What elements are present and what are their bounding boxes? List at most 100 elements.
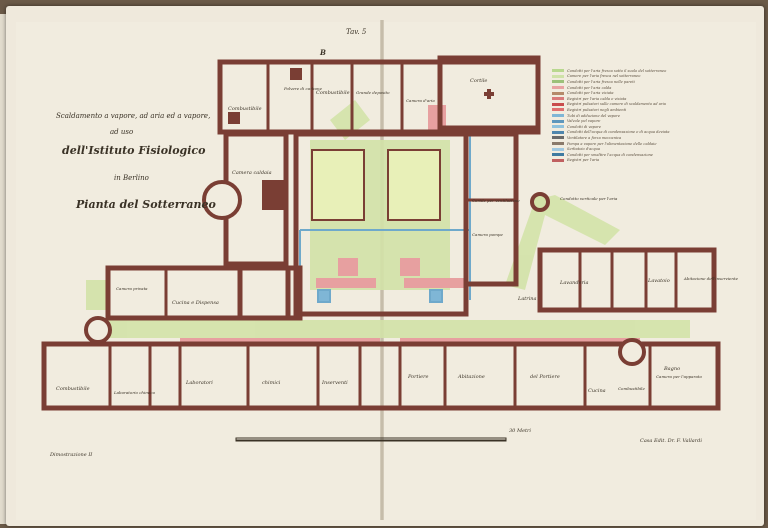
- warm-duct-1: [338, 258, 358, 276]
- fresh-air-diagonal: [505, 195, 620, 290]
- signature-left: Dimostrazione II: [50, 452, 93, 458]
- legend: Condotti per l'aria fresca sotto il suol…: [552, 68, 722, 163]
- legend-swatch: [552, 119, 564, 123]
- coal-bin-2: [228, 112, 240, 124]
- room-del-portiere: del Portiere: [530, 374, 560, 380]
- room-camera-aria: Camera d'aria: [406, 98, 435, 103]
- legend-swatch: [552, 69, 564, 73]
- legend-swatch: [552, 147, 564, 151]
- legend-label: Registri per l'aria calda e viziata: [567, 96, 627, 101]
- legend-swatch: [552, 114, 564, 118]
- east-range-wall: [537, 247, 717, 313]
- warm-duct-2: [400, 258, 420, 276]
- room-combustibile-small: Combustibile: [618, 386, 645, 391]
- room-grande-deposito: Grande deposito: [356, 90, 390, 95]
- legend-item: Valvole pel vapore: [552, 118, 722, 124]
- legend-item: Registri per l'aria: [552, 158, 722, 164]
- legend-label: Registri pulsatori sulle camere di scald…: [567, 102, 666, 107]
- heating-chamber-right: [387, 149, 441, 221]
- legend-label: Valvole pel vapore: [567, 119, 601, 124]
- legend-swatch: [552, 153, 564, 157]
- legend-label: Camere per l'aria fresca nel sotterraneo: [567, 74, 641, 79]
- plate-number: Tav. 5: [346, 28, 367, 36]
- room-lavanderia: Lavanderia: [560, 280, 589, 286]
- legend-item: Registri pulsatori negli ambienti: [552, 107, 722, 113]
- room-polvere-carbone: Polvere di carbone: [284, 86, 322, 91]
- legend-item: Condotti di vapore: [552, 124, 722, 130]
- legend-swatch: [552, 158, 564, 162]
- legend-item: Ventilatore a forza meccanica: [552, 135, 722, 141]
- room-latrina: Latrina: [518, 296, 537, 302]
- walls: [41, 55, 721, 411]
- warm-duct-6: [180, 338, 380, 344]
- legend-label: Condotti per smaltire l'acqua di condens…: [567, 152, 653, 157]
- room-camera-privata: Camera privata: [116, 286, 148, 291]
- warm-duct-7: [400, 338, 640, 344]
- title-line-1: Scaldamento a vapore, ad aria ed a vapor…: [56, 112, 211, 120]
- legend-label: Condotti per l'aria calda: [567, 85, 612, 90]
- chimney-base: [262, 180, 284, 210]
- heating-chambers: [311, 149, 441, 221]
- legend-swatch: [552, 142, 564, 146]
- legend-item: Condotti per l'aria viziata: [552, 90, 722, 96]
- room-camera-pompe: Camera pompe: [472, 232, 503, 237]
- section-mark: B: [320, 48, 326, 57]
- legend-item: Tubi di adduzione del vapore: [552, 113, 722, 119]
- steam-pipes: [299, 130, 471, 303]
- legend-item: Condotti per l'aria fresca sotto il suol…: [552, 68, 722, 74]
- steam-tank-2: [429, 289, 443, 303]
- legend-swatch: [552, 130, 564, 134]
- legend-swatch: [552, 74, 564, 78]
- coal-bin-1: [290, 68, 302, 80]
- warm-duct-4: [404, 278, 464, 288]
- scale-label: 30 Metri: [509, 428, 532, 434]
- legend-item: Serbatoio d'acqua: [552, 146, 722, 152]
- title-line-2: ad uso: [110, 128, 134, 136]
- room-combustibile-top: Combustibile: [228, 106, 262, 112]
- legend-label: Condotti per l'aria viziata: [567, 91, 614, 96]
- tower-southwest: [84, 316, 112, 344]
- fresh-air-west: [86, 280, 108, 310]
- legend-label: Condotti di vapore: [567, 124, 601, 129]
- legend-label: Pompa a vapore per l'alimentazione delle…: [567, 141, 657, 146]
- signature-right: Casa Edit. Dr. F. Vallardi: [640, 438, 702, 444]
- legend-label: Condotti per l'aria fresca nelle pareti: [567, 79, 635, 84]
- room-abitazione: Abitazione: [458, 374, 485, 380]
- partition-walls: [108, 62, 678, 408]
- legend-label: Registri pulsatori negli ambienti: [567, 107, 627, 112]
- room-camera-bagno: Camera per l'apparato: [656, 374, 702, 379]
- north-east-block-wall: [437, 55, 541, 131]
- room-laboratori: Laboratori: [186, 380, 213, 386]
- legend-swatch: [552, 80, 564, 84]
- legend-swatch: [552, 136, 564, 140]
- heating-chamber-left: [311, 149, 365, 221]
- legend-label: Registri per l'aria: [567, 158, 600, 163]
- legend-item: Registri per l'aria calda e viziata: [552, 96, 722, 102]
- room-abitazione-inserviente: Abitazione dell'inserviente: [684, 276, 738, 281]
- legend-swatch: [552, 91, 564, 95]
- round-towers: [84, 180, 646, 366]
- stair-hall-wall: [237, 265, 303, 321]
- west-range-wall: [105, 265, 291, 321]
- room-cortile-ventilazione: Cortile per ventilazione: [472, 198, 520, 203]
- room-combustibile-bottom: Combustibile: [56, 386, 90, 392]
- legend-item: Condotti per l'aria fresca nelle pareti: [552, 79, 722, 85]
- legend-item: Camere per l'aria fresca nel sotterraneo: [552, 74, 722, 80]
- scale-bar: [235, 437, 507, 442]
- room-cortile: Cortile: [470, 78, 488, 84]
- dark-fills: [228, 68, 494, 210]
- tower-stair-east: [618, 338, 646, 366]
- room-lavatoio: Lavatoio: [648, 278, 670, 284]
- fresh-air-corridor: [90, 320, 690, 338]
- legend-item: Condotti per l'aria calda: [552, 85, 722, 91]
- legend-item: Registri pulsatori sulle camere di scald…: [552, 102, 722, 108]
- legend-swatch: [552, 108, 564, 112]
- tower-west: [202, 180, 242, 220]
- east-wing-wall: [463, 131, 519, 287]
- scale-frame: [235, 437, 507, 442]
- room-camera-caldaia: Camera caldaia: [232, 170, 272, 176]
- room-bagno: Bagno: [664, 366, 681, 372]
- title-line-4: in Berlino: [114, 174, 149, 182]
- air-intake-shaft: [530, 192, 550, 212]
